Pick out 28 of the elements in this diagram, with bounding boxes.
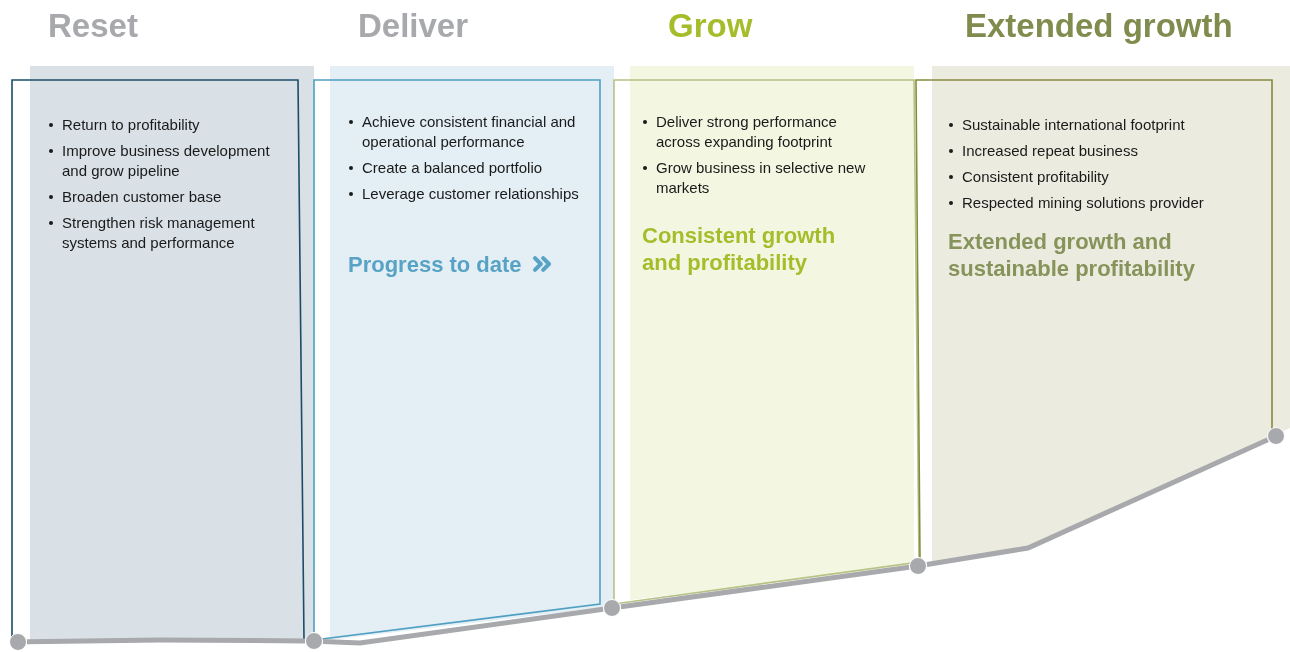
phase-heading: Reset [48, 6, 138, 46]
bullet-text: Leverage customer relationships [362, 184, 580, 204]
milestone-dot [305, 632, 323, 650]
bullet-text: Consistent profitability [962, 167, 1110, 187]
bullet-text: Deliver strong performance across expanding footprint [656, 112, 838, 152]
milestone-dot [9, 633, 27, 651]
phase-heading: Grow [668, 6, 753, 46]
bullet-text: Return to profitability [62, 115, 201, 135]
bullet-text: Sustainable international footprint [962, 115, 1186, 135]
phase-summary: Extended growth and sustainable profitability [948, 228, 1196, 282]
bullet-text: Strengthen risk management systems and performance [62, 213, 256, 253]
bullet-text: Improve business development and grow pipeline [62, 141, 271, 181]
bullet-text: Increased repeat business [962, 141, 1139, 161]
phase-heading: Deliver [358, 6, 469, 46]
bullet-text: Create a balanced portfolio [362, 158, 544, 178]
bullet-text: Respected mining solutions provider [962, 193, 1205, 213]
growth-line [322, 606, 604, 646]
milestone-dot [909, 557, 927, 575]
bullet-text: Grow business in selective new markets [656, 158, 867, 198]
bullet-text: Achieve consistent financial and operational performance [362, 112, 577, 152]
bullet-text: Broaden customer base [62, 187, 223, 207]
milestone-dot [603, 599, 621, 617]
phase-heading: Extended growth [965, 6, 1233, 46]
phase-summary: Consistent growth and profitability [642, 222, 837, 276]
phase-summary: Progress to date [348, 250, 522, 278]
growth-line [26, 637, 305, 645]
growth-line [620, 564, 910, 610]
growth-line [926, 437, 1269, 567]
